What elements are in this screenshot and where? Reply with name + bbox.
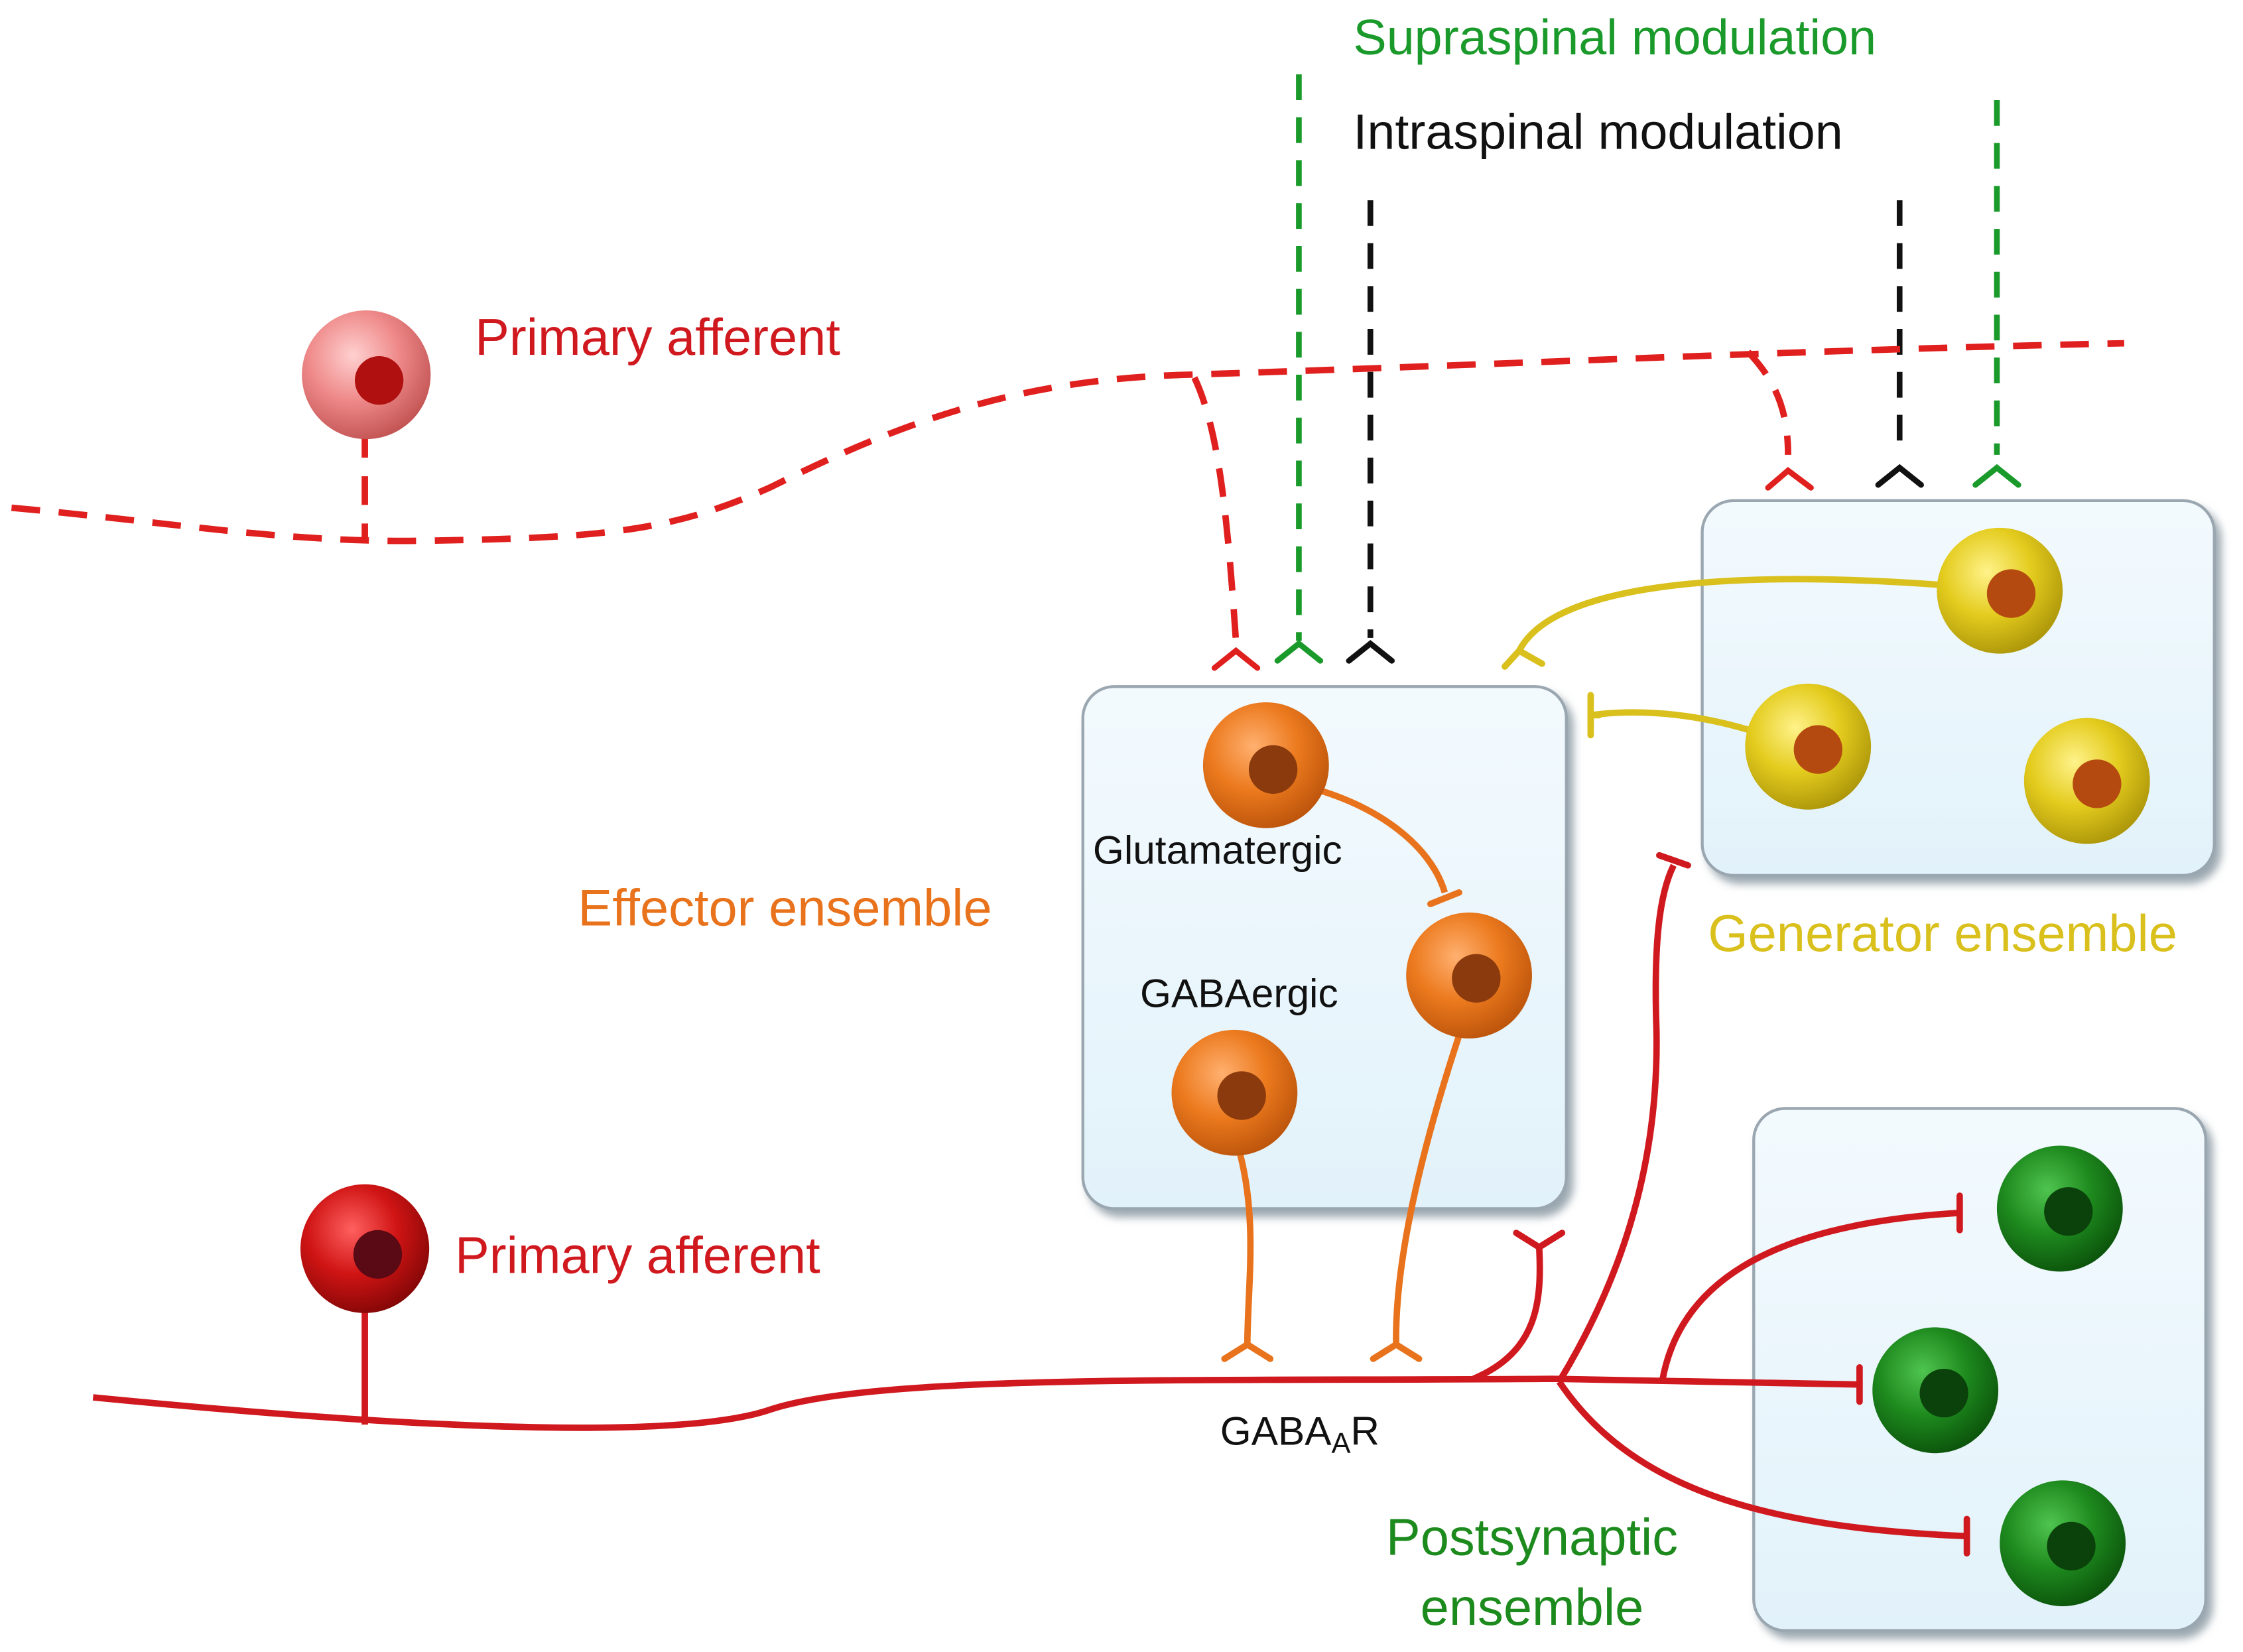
effector-neuron-3: [1171, 1029, 1298, 1156]
generator-neuron-1: [1937, 527, 2063, 654]
gabaa-receptor-label-end: R: [1350, 1408, 1379, 1453]
green-terminal-effector: [1274, 639, 1324, 664]
primary-afferent-solid-fiber: [92, 852, 1970, 1557]
primary-afferent-label-bottom: Primary afferent: [455, 1227, 820, 1284]
effector-ensemble-label: Effector ensemble: [578, 879, 992, 936]
intraspinal-modulation-lines: [1367, 200, 1903, 638]
red-terminal-generator: [1765, 467, 1814, 491]
black-terminal-generator: [1875, 464, 1924, 488]
gabaa-receptor-label-main: GABA: [1220, 1408, 1332, 1453]
postsynaptic-neuron-3: [2000, 1480, 2126, 1606]
red-terminal-effector: [1211, 647, 1261, 671]
gabaergic-label: GABAergic: [1140, 970, 1338, 1015]
green-terminal-generator: [1972, 464, 2021, 488]
primary-afferent-cell-bottom: [300, 1184, 430, 1313]
black-terminal-effector: [1346, 639, 1395, 664]
generator-ensemble-label: Generator ensemble: [1708, 905, 2177, 962]
primary-afferent-dashed-fiber: [11, 340, 2124, 641]
primary-afferent-label-top: Primary afferent: [475, 309, 840, 366]
postsynaptic-ensemble-label-line1: Postsynaptic: [1386, 1509, 1678, 1566]
glutamatergic-label: Glutamatergic: [1093, 828, 1342, 873]
generator-axons: [1502, 576, 1960, 739]
effector-neuron-glutamatergic: [1202, 702, 1329, 828]
gabaa-receptor-label: GABAAR: [1220, 1408, 1379, 1460]
intraspinal-modulation-label: Intraspinal modulation: [1353, 103, 1842, 159]
postsynaptic-neuron-1: [1996, 1145, 2123, 1272]
effector-axons: [1221, 781, 1462, 1362]
primary-afferent-cell-top: [302, 310, 431, 440]
generator-neuron-2: [1745, 683, 1872, 810]
postsynaptic-ensemble-label-line2: ensemble: [1421, 1579, 1644, 1636]
gabaa-receptor-label-sub: A: [1332, 1428, 1351, 1460]
modulation-terminals: [1211, 464, 2021, 671]
generator-neuron-3: [2023, 718, 2150, 844]
supraspinal-modulation-label: Supraspinal modulation: [1353, 9, 1876, 65]
supraspinal-modulation-lines: [1296, 74, 2000, 641]
postsynaptic-neuron-2: [1872, 1327, 1999, 1454]
effector-neuron-gabaergic: [1406, 912, 1532, 1039]
